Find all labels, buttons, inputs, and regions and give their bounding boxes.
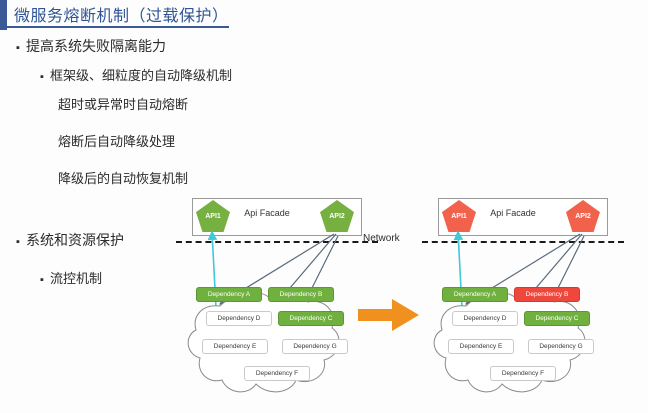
dependency-box-f: Dependency F — [490, 366, 556, 381]
api-facade-label: Api Facade — [244, 208, 290, 218]
dependency-box-d: Dependency D — [452, 311, 518, 326]
bullet-item-1: ▪ 提高系统失败隔离能力 — [16, 36, 166, 56]
dependency-box-c: Dependency C — [278, 311, 344, 326]
dependency-box-a: Dependency A — [442, 287, 508, 302]
network-boundary-dashed-line — [422, 241, 624, 243]
dependency-box-b: Dependency B — [514, 287, 580, 302]
title-underline-rule — [7, 26, 229, 28]
dependency-box-a: Dependency A — [196, 287, 262, 302]
bullet-label: 流控机制 — [50, 271, 103, 286]
normal-state-diagram: Api Facade API1 API2 Dependency A D — [176, 196, 378, 408]
bullet-item-3: 超时或异常时自动熔断 — [58, 94, 188, 113]
dependency-box-e: Dependency E — [448, 339, 514, 354]
dependency-box-e: Dependency E — [202, 339, 268, 354]
dependency-box-b: Dependency B — [268, 287, 334, 302]
dependency-box-c: Dependency C — [524, 311, 590, 326]
api-facade-label: Api Facade — [490, 208, 536, 218]
bullet-label: 熔断后自动降级处理 — [58, 134, 176, 149]
bullet-item-6: ▪ 系统和资源保护 — [16, 230, 124, 250]
bullet-label: 提高系统失败隔离能力 — [26, 38, 166, 54]
transition-arrow-icon — [358, 299, 419, 331]
dependency-box-g: Dependency G — [282, 339, 348, 354]
dependency-box-f: Dependency F — [244, 366, 310, 381]
bullet-item-2: ▪ 框架级、细粒度的自动降级机制 — [40, 65, 232, 84]
page-title: 微服务熔断机制（过载保护） — [14, 8, 229, 25]
network-label: Network — [363, 233, 400, 244]
bullet-label: 系统和资源保护 — [26, 232, 124, 248]
bullet-label: 降级后的自动恢复机制 — [58, 171, 189, 186]
network-boundary-dashed-line — [176, 241, 378, 243]
bullet-item-7: ▪ 流控机制 — [40, 268, 102, 287]
bullet-item-5: 降级后的自动恢复机制 — [58, 168, 188, 187]
degraded-state-diagram: Api Facade API1 API2 Dependency A D — [422, 196, 624, 408]
dependency-box-d: Dependency D — [206, 311, 272, 326]
bullet-label: 框架级、细粒度的自动降级机制 — [50, 68, 233, 83]
bullet-marker: ▪ — [40, 274, 44, 286]
dependency-box-g: Dependency G — [528, 339, 594, 354]
bullet-marker: ▪ — [40, 71, 44, 83]
bullet-label: 超时或异常时自动熔断 — [58, 97, 189, 112]
title-accent-bar — [0, 0, 7, 30]
bullet-item-4: 熔断后自动降级处理 — [58, 131, 175, 150]
bullet-marker: ▪ — [16, 42, 20, 54]
bullet-marker: ▪ — [16, 236, 20, 248]
